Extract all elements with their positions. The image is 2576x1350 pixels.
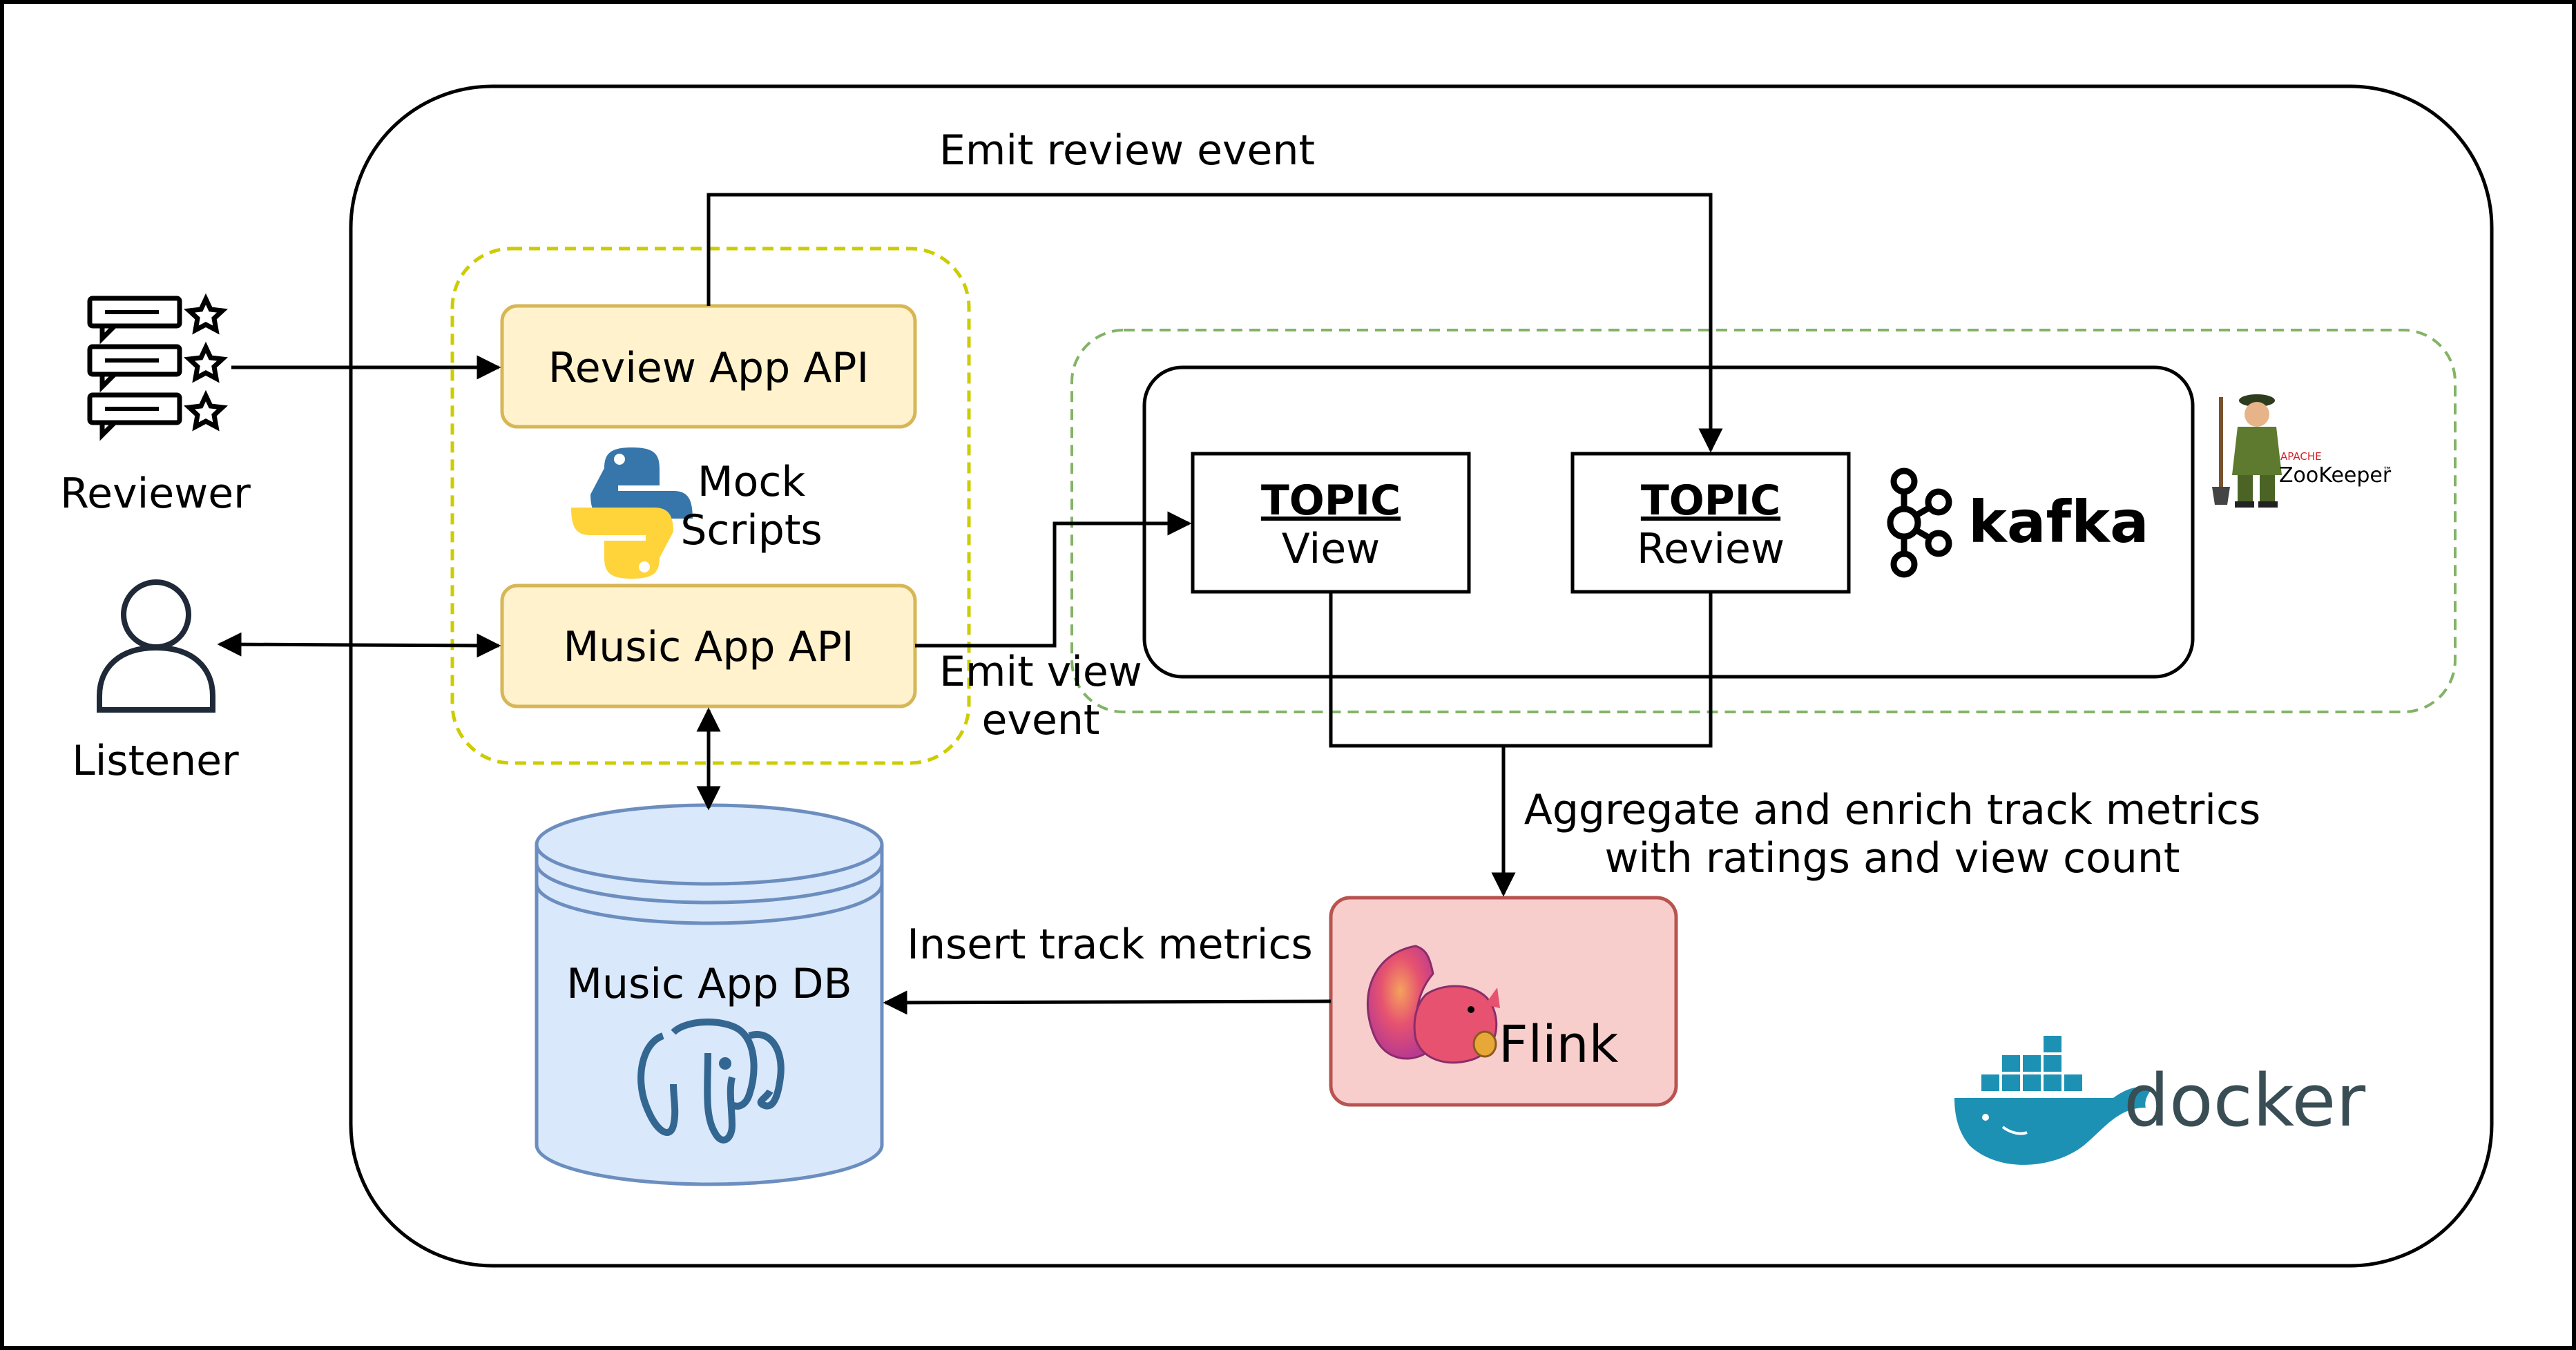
- label-emit-review-event: Emit review event: [939, 126, 1315, 175]
- kafka-cluster-group: [1070, 329, 2457, 713]
- reviewer-icon: [87, 293, 228, 441]
- kafka-logo: kafka: [1887, 467, 2149, 578]
- topic-review-name: Review: [1637, 525, 1785, 573]
- music-app-api-label: Music App API: [564, 623, 854, 671]
- mock-scripts-line2: Scripts: [680, 506, 822, 555]
- zookeeper-logo: APACHE ZooKeeper ™: [2212, 394, 2392, 508]
- docker-environment-container: [349, 84, 2494, 1268]
- mock-scripts-group: [450, 247, 971, 765]
- edge-topics-to-flink: [1329, 592, 1713, 894]
- topic-view-name: View: [1282, 525, 1380, 573]
- postgresql-elephant-icon: [637, 1019, 785, 1144]
- zookeeper-apache-text: APACHE: [2280, 450, 2322, 463]
- topic-view: TOPIC View: [1191, 452, 1471, 594]
- review-app-api-label: Review App API: [548, 344, 869, 392]
- zookeeper-tm: ™: [2383, 465, 2392, 476]
- edge-music-api-to-topic-view: [915, 511, 1192, 648]
- label-emit-view-line1: Emit view: [939, 648, 1142, 696]
- zookeeper-wordmark: ZooKeeper: [2279, 463, 2392, 488]
- music-app-db: Music App DB: [535, 803, 884, 1186]
- listener-label: Listener: [72, 737, 239, 785]
- flink-label: Flink: [1499, 1015, 1619, 1074]
- docker-wordmark: docker: [2124, 1059, 2365, 1143]
- edge-flink-to-db: [883, 990, 1332, 1015]
- review-app-api: Review App API: [500, 304, 917, 429]
- listener-icon: [97, 579, 215, 713]
- label-aggregate-line1: Aggregate and enrich track metrics: [1524, 786, 2260, 834]
- flink-squirrel-icon: [1366, 945, 1500, 1064]
- reviewer-label: Reviewer: [60, 470, 251, 518]
- flink-node: Flink: [1329, 896, 1678, 1107]
- topic-view-title: TOPIC: [1261, 476, 1401, 525]
- topic-review: TOPIC Review: [1570, 452, 1851, 594]
- edge-review-api-to-topic-review: [707, 193, 1723, 453]
- kafka-icon: [1887, 467, 1952, 578]
- edge-listener-music-api: [217, 632, 501, 658]
- docker-whale-icon: [1954, 1034, 2151, 1165]
- label-emit-view-line2: event: [982, 696, 1100, 744]
- kafka-wordmark: kafka: [1968, 488, 2149, 556]
- mock-scripts-line1: Mock: [698, 458, 805, 506]
- label-insert-track-metrics: Insert track metrics: [907, 920, 1312, 969]
- music-app-api: Music App API: [500, 584, 917, 708]
- zookeeper-keeper-icon: [2212, 394, 2282, 508]
- docker-logo: docker: [1954, 1034, 2365, 1165]
- music-app-db-label: Music App DB: [566, 960, 852, 1008]
- python-icon: [571, 447, 693, 579]
- topic-review-title: TOPIC: [1641, 476, 1780, 525]
- label-aggregate-line2: with ratings and view count: [1605, 834, 2180, 883]
